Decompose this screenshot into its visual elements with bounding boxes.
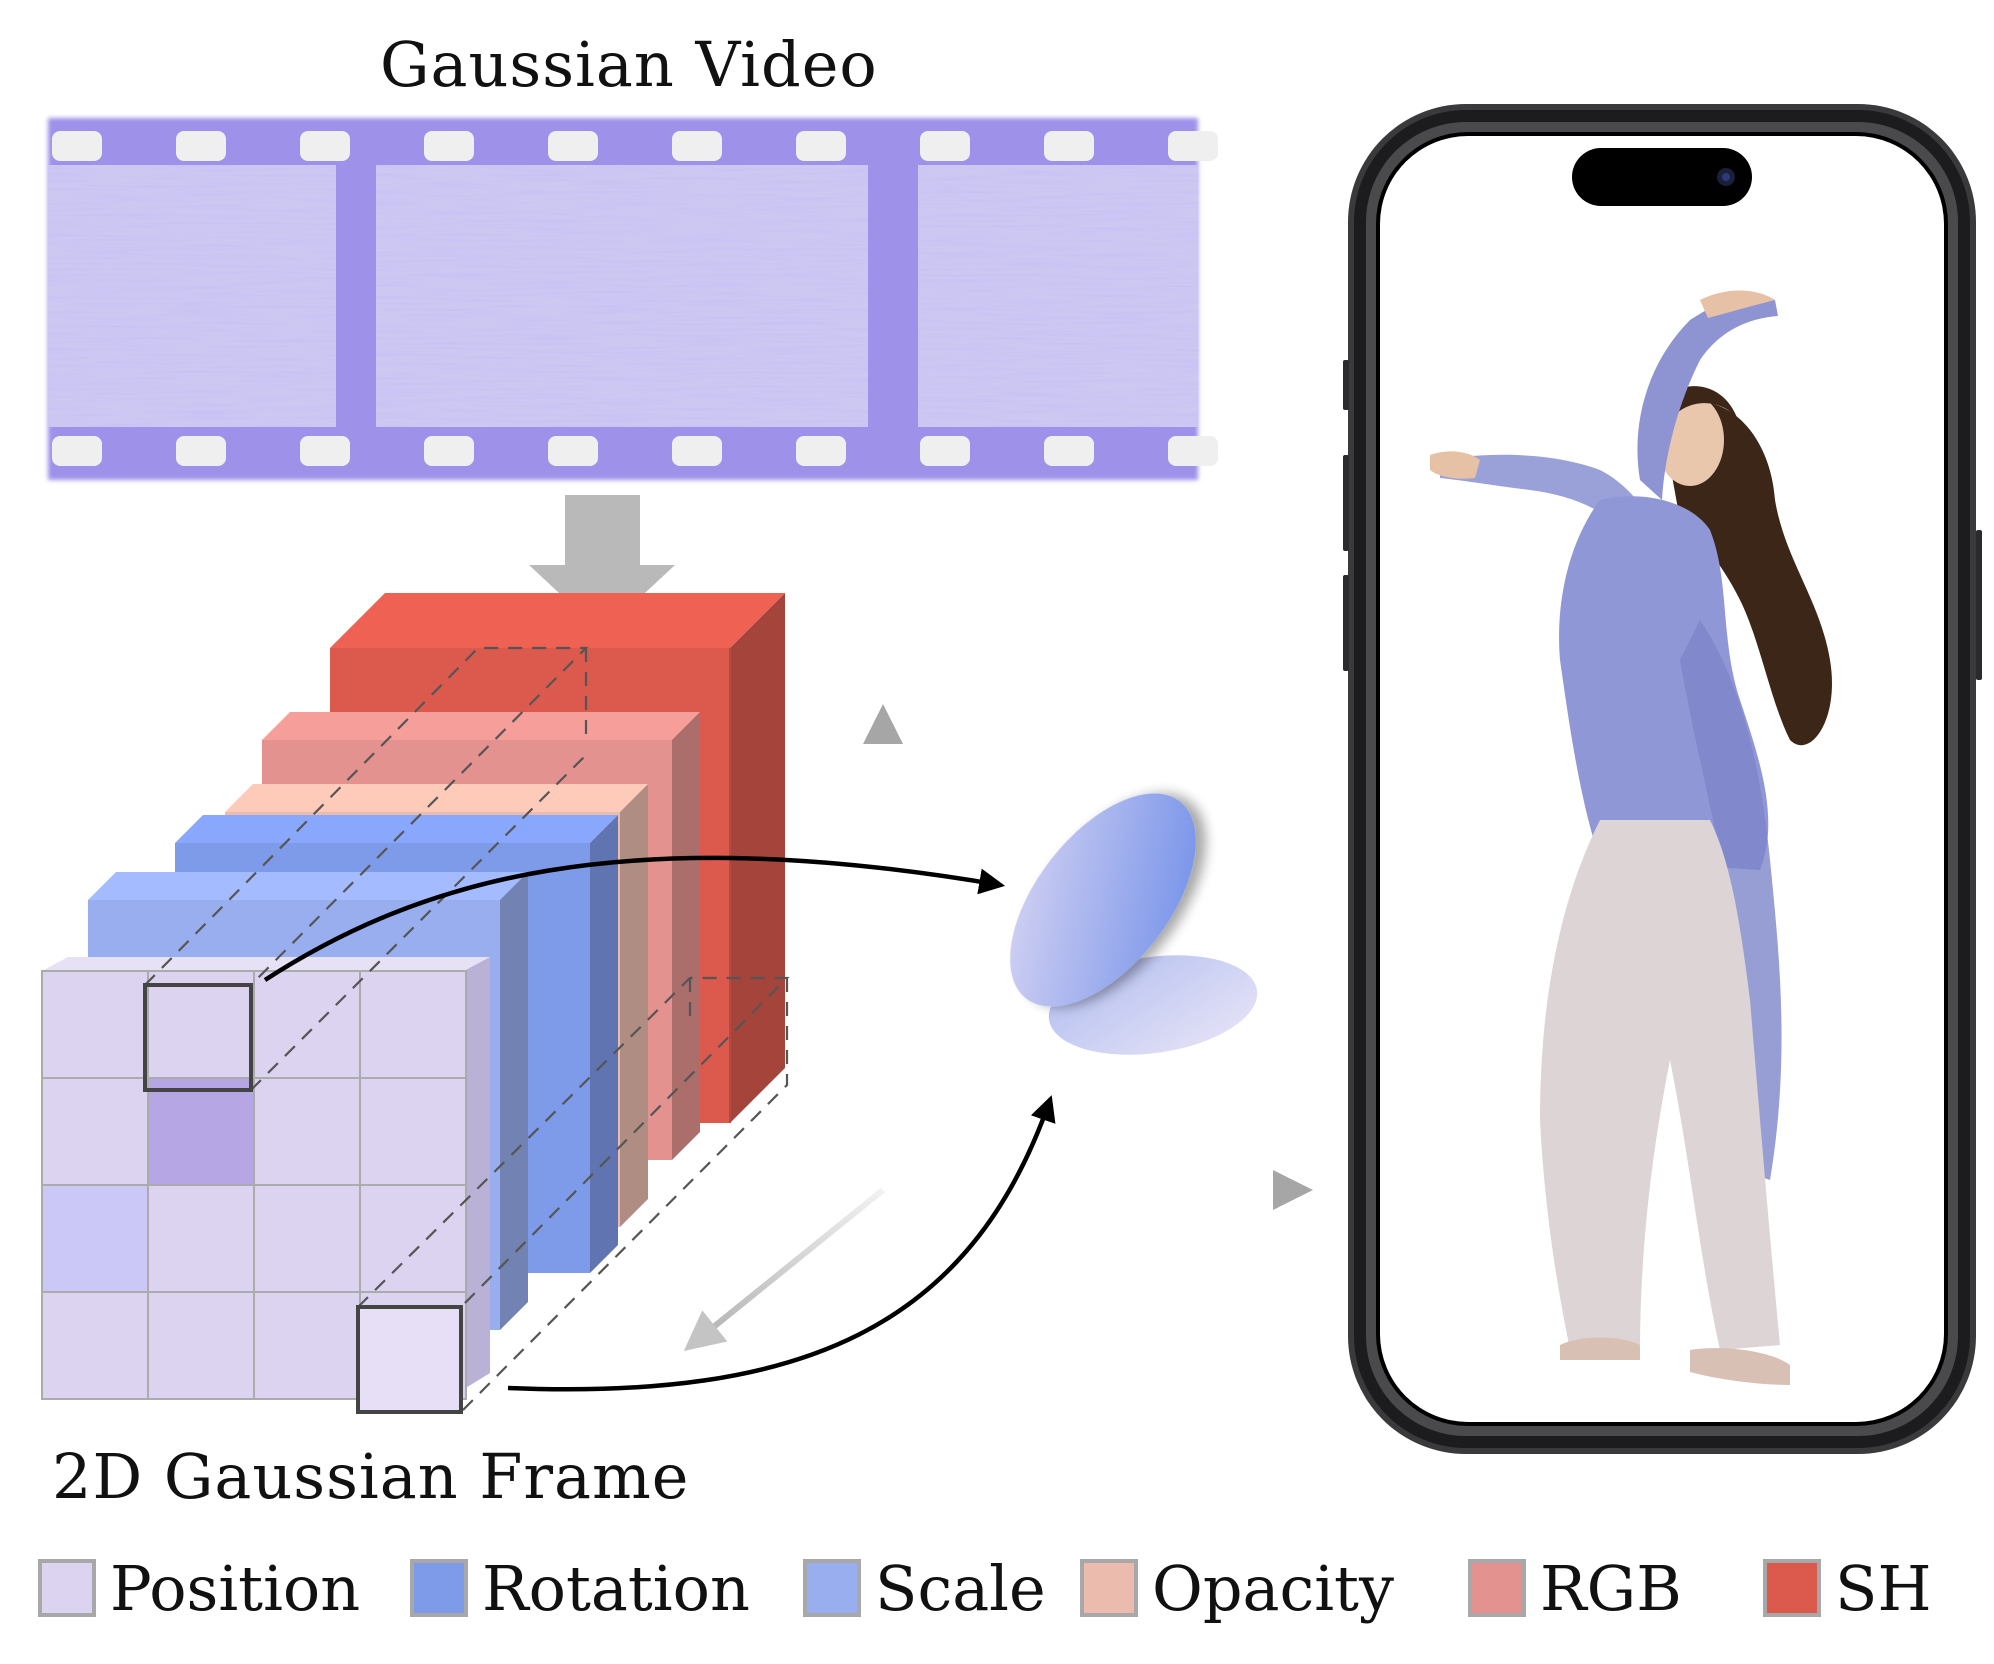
layer-side: [500, 872, 528, 1330]
film-hole: [672, 131, 722, 161]
layer-top: [88, 872, 528, 900]
film-hole: [1044, 131, 1094, 161]
grid-cell: [41, 1291, 149, 1400]
highlight-cell-top: [143, 983, 253, 1092]
film-frame-3: [918, 165, 1198, 427]
film-hole: [424, 436, 474, 466]
film-sprocket-holes-top: [52, 131, 1218, 161]
grid-cell: [359, 970, 467, 1079]
mapping-arrow-top: [263, 855, 1006, 982]
grid-cell: [359, 1184, 467, 1293]
gaussian-ellipse: [1010, 793, 1196, 1007]
layer-side: [672, 712, 700, 1160]
legend-swatch: [410, 1559, 468, 1617]
film-hole: [176, 131, 226, 161]
dancer-figure: [1430, 290, 1832, 1385]
legend-label: Opacity: [1152, 1551, 1394, 1625]
film-sprocket-holes-bottom: [52, 436, 1218, 466]
grid-cell: [41, 970, 149, 1079]
legend-item-opacity: Opacity: [1080, 1548, 1394, 1628]
film-hole: [796, 131, 846, 161]
film-hole: [920, 131, 970, 161]
side-button: [1343, 360, 1349, 410]
film-hole: [1168, 436, 1218, 466]
grid-cell: [147, 970, 255, 1079]
film-hole: [52, 131, 102, 161]
layer-top: [262, 712, 700, 740]
legend-item-rgb: RGB: [1468, 1548, 1682, 1628]
power-button: [1976, 530, 1982, 680]
grid-cell: [253, 1077, 361, 1186]
film-hole: [548, 436, 598, 466]
film-hole: [424, 131, 474, 161]
film-strip: [48, 118, 1218, 480]
grid-cell: [41, 1077, 149, 1186]
legend-item-rotation: Rotation: [410, 1548, 750, 1628]
legend-label: SH: [1835, 1551, 1932, 1625]
z-axis: [683, 1187, 885, 1352]
grid-cell: [147, 1077, 255, 1186]
frame-title: 2D Gaussian Frame: [52, 1440, 690, 1513]
coordinate-axes: [683, 704, 1313, 1352]
mapping-arrow-bottom: [507, 1095, 1056, 1392]
film-hole: [796, 436, 846, 466]
legend-label: Scale: [875, 1551, 1046, 1625]
legend-swatch: [1763, 1559, 1821, 1617]
legend-swatch: [1080, 1559, 1138, 1617]
legend-item-position: Position: [38, 1548, 360, 1628]
video-title: Gaussian Video: [380, 28, 878, 101]
legend-label: Rotation: [482, 1551, 750, 1625]
grid-cell: [41, 1184, 149, 1293]
legend-swatch: [803, 1559, 861, 1617]
legend-item-sh: SH: [1763, 1548, 1932, 1628]
smartphone: [1343, 104, 1982, 1454]
layer-side: [620, 784, 648, 1227]
grid-cell: [253, 970, 361, 1079]
layer-side: [590, 815, 618, 1273]
film-frame-1: [48, 165, 336, 427]
dashed-guides: [144, 646, 790, 1413]
film-hole: [176, 436, 226, 466]
film-hole: [920, 436, 970, 466]
grid-side: [464, 957, 490, 1389]
volume-up-button: [1343, 455, 1349, 551]
film-frame-2: [376, 165, 868, 427]
gaussian-frame-stack: [41, 593, 785, 1400]
legend-swatch: [38, 1559, 96, 1617]
legend: Position Rotation Scale Opacity RGB SH: [38, 1548, 1968, 1628]
grid-cell: [253, 1291, 361, 1400]
legend-swatch: [1468, 1559, 1526, 1617]
grid-cell: [359, 1077, 467, 1186]
legend-label: RGB: [1540, 1551, 1682, 1625]
film-hole: [1044, 436, 1094, 466]
grid-cell: [253, 1184, 361, 1293]
film-hole: [52, 436, 102, 466]
volume-down-button: [1343, 575, 1349, 671]
film-hole: [1168, 131, 1218, 161]
layer-top: [330, 593, 785, 648]
film-hole: [300, 436, 350, 466]
film-hole: [300, 131, 350, 161]
grid-cell: [147, 1291, 255, 1400]
layer-top: [175, 815, 618, 843]
film-hole: [672, 436, 722, 466]
grid-cell: [147, 1184, 255, 1293]
highlight-cell-bottom: [356, 1305, 463, 1414]
grid-top: [42, 957, 490, 971]
legend-label: Position: [110, 1551, 361, 1625]
legend-item-scale: Scale: [803, 1548, 1046, 1628]
film-hole: [548, 131, 598, 161]
dynamic-island: [1572, 148, 1752, 206]
